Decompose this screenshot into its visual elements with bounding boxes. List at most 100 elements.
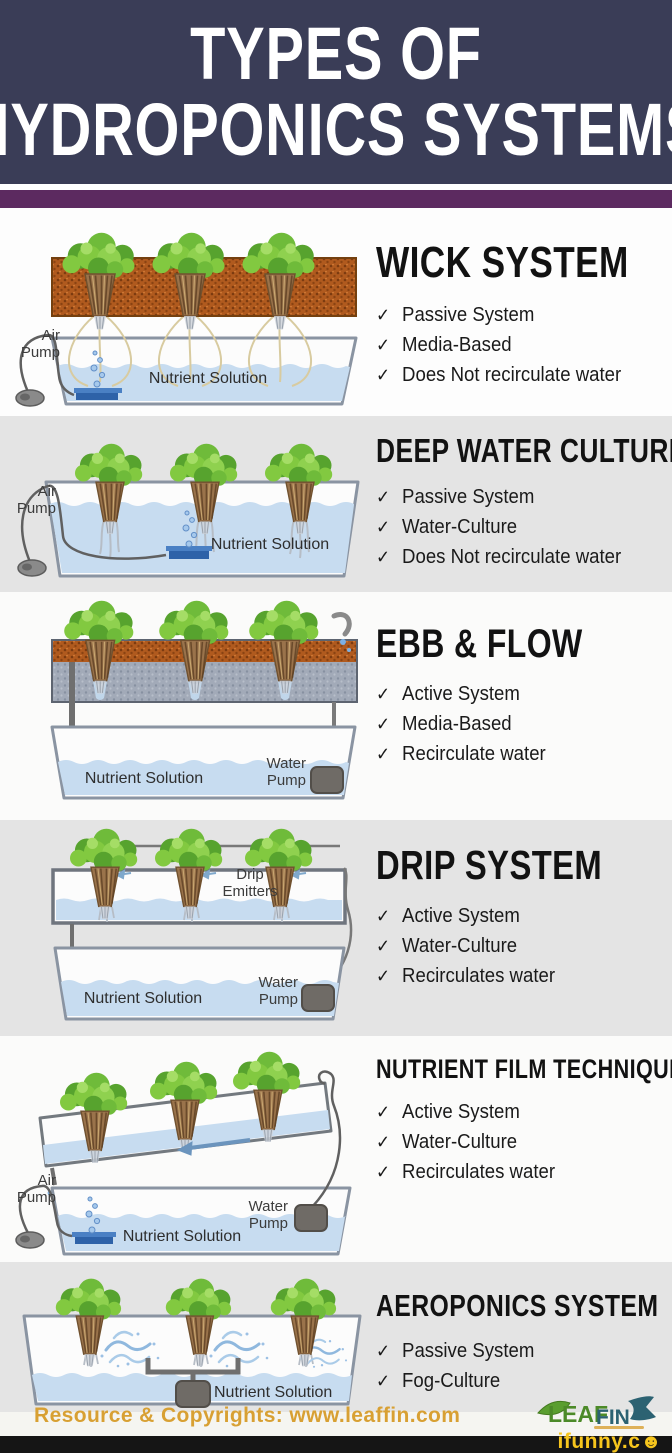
feature-item: ✓Active System <box>376 679 648 709</box>
feature-item: ✓Active System <box>376 901 648 931</box>
check-icon: ✓ <box>376 1371 391 1391</box>
feature-item: ✓Passive System <box>376 482 648 512</box>
section-title: DEEP WATER CULTURE <box>376 432 672 469</box>
brand-leaf: LEAF <box>548 1401 608 1427</box>
feature-list: ✓Active System ✓Water-Culture ✓Recircula… <box>376 901 668 991</box>
airstone <box>166 546 212 551</box>
nutrient-solution-label: Nutrient Solution <box>214 1384 333 1401</box>
section-nutrient-film-technique: Air Pump Nutrient Solution Water Pump NU… <box>0 1036 672 1262</box>
aeroponics-system-diagram: Nutrient Solution <box>0 1262 372 1412</box>
feature-item: ✓Media-Based <box>376 330 648 360</box>
drain-tube <box>69 662 75 734</box>
header-divider <box>0 184 672 190</box>
poster-header: TYPES OF HYDROPONICS SYSTEMS <box>0 0 672 184</box>
water <box>50 502 354 573</box>
water <box>56 898 342 920</box>
feature-item: ✓Recirculates water <box>376 1157 648 1187</box>
nutrient-solution-label: Nutrient Solution <box>83 990 203 1007</box>
check-icon: ✓ <box>376 906 391 926</box>
feature-item: ✓Recirculates water <box>376 961 648 991</box>
water-pump-icon <box>310 766 344 794</box>
feature-item: ✓Does Not recirculate water <box>376 542 648 572</box>
feature-item: ✓Does Not recirculate water <box>376 360 648 390</box>
section-title: DRIP SYSTEM <box>376 842 603 888</box>
water-pump-label: Water Pump <box>266 755 306 789</box>
feature-item: ✓Passive System <box>376 300 648 330</box>
water-pump-icon <box>301 984 335 1012</box>
check-icon: ✓ <box>376 487 391 507</box>
air-pump-icon <box>15 1231 45 1249</box>
feature-item: ✓Water-Culture <box>376 512 648 542</box>
poster-title-line1: TYPES OF <box>190 12 482 95</box>
purple-stripe <box>0 190 672 208</box>
feature-list: ✓Active System ✓Water-Culture ✓Recircula… <box>376 1097 668 1187</box>
feature-item: ✓Water-Culture <box>376 931 648 961</box>
feature-item: ✓Recirculate water <box>376 739 648 769</box>
smiley-icon: ☻ <box>640 1431 662 1453</box>
air-tube <box>20 484 167 563</box>
return-tube <box>312 1070 342 1207</box>
drip-arrows <box>114 869 307 880</box>
check-icon: ✓ <box>376 305 391 325</box>
nutrient-solution-label: Nutrient Solution <box>148 370 268 387</box>
fill-spout <box>331 612 352 637</box>
air-tube <box>19 333 75 397</box>
check-icon: ✓ <box>376 335 391 355</box>
check-icon: ✓ <box>376 517 391 537</box>
water <box>58 760 349 795</box>
flow-arrow <box>176 1138 251 1156</box>
drain-tube <box>50 1167 57 1186</box>
feature-list: ✓Active System ✓Media-Based ✓Recirculate… <box>376 679 668 769</box>
check-icon: ✓ <box>376 966 391 986</box>
check-icon: ✓ <box>376 1102 391 1122</box>
nutrient-film-technique-diagram: Air Pump Nutrient Solution Water Pump <box>0 1036 372 1262</box>
feature-list: ✓Passive System ✓Fog-Culture <box>376 1336 668 1396</box>
nutrient-solution-label: Nutrient Solution <box>210 536 330 553</box>
feature-list: ✓Passive System ✓Water-Culture ✓Does Not… <box>376 482 668 572</box>
drip-emitters-label: Drip Emitters <box>222 866 278 900</box>
watermark-bar <box>0 1436 672 1453</box>
air-tube <box>18 1184 73 1238</box>
water <box>58 1214 346 1251</box>
check-icon: ✓ <box>376 1341 391 1361</box>
section-title: WICK SYSTEM <box>376 238 629 287</box>
section-title: AEROPONICS SYSTEM <box>376 1288 659 1323</box>
drip-system-diagram: Drip Emitters Nutrient Solution Water Pu… <box>0 820 372 1036</box>
feature-item: ✓Media-Based <box>376 709 648 739</box>
check-icon: ✓ <box>376 684 391 704</box>
leaffin-logo: LEAF FIN <box>536 1395 660 1442</box>
air-pump-label: Air Pump <box>16 483 56 517</box>
section-wick-system: Air Pump Nutrient Solution WICK SYSTEM ✓… <box>0 208 672 416</box>
section-deep-water-culture: Air Pump Nutrient Solution DEEP WATER CU… <box>0 416 672 592</box>
feature-item: ✓Fog-Culture <box>376 1366 648 1396</box>
airstone <box>74 388 122 393</box>
poster-title-line2: HYDROPONICS SYSTEMS <box>0 88 672 171</box>
nutrient-solution-label: Nutrient Solution <box>84 770 204 787</box>
air-pump-label: Air Pump <box>20 327 60 361</box>
water-pump-icon <box>294 1204 328 1232</box>
fish-tail-icon <box>628 1396 656 1421</box>
airstone <box>72 1232 116 1237</box>
feature-list: ✓Passive System ✓Media-Based ✓Does Not r… <box>376 300 668 390</box>
feature-item: ✓Active System <box>376 1097 648 1127</box>
footer-strip <box>0 1412 672 1436</box>
section-drip-system: Drip Emitters Nutrient Solution Water Pu… <box>0 820 672 1036</box>
deep-water-culture-diagram: Air Pump Nutrient Solution <box>0 416 372 592</box>
section-aeroponics-system: Nutrient Solution AEROPONICS SYSTEM ✓Pas… <box>0 1262 672 1412</box>
ebb-and-flow-diagram: Nutrient Solution Water Pump <box>0 592 372 820</box>
check-icon: ✓ <box>376 365 391 385</box>
leaf-icon <box>537 1400 571 1416</box>
water <box>61 980 339 1016</box>
air-pump-icon <box>15 389 45 407</box>
wick-system-diagram: Air Pump Nutrient Solution <box>0 208 372 416</box>
section-title: NUTRIENT FILM TECHNIQUE <box>376 1054 672 1084</box>
brand-fin: FIN <box>596 1406 630 1429</box>
check-icon: ✓ <box>376 1132 391 1152</box>
check-icon: ✓ <box>376 714 391 734</box>
water-pump-icon <box>175 1380 211 1408</box>
section-title: EBB & FLOW <box>376 622 583 666</box>
ifunny-watermark: ifunny.c☻ <box>557 1430 662 1453</box>
check-icon: ✓ <box>376 1162 391 1182</box>
water-pump-label: Water Pump <box>248 1198 288 1232</box>
